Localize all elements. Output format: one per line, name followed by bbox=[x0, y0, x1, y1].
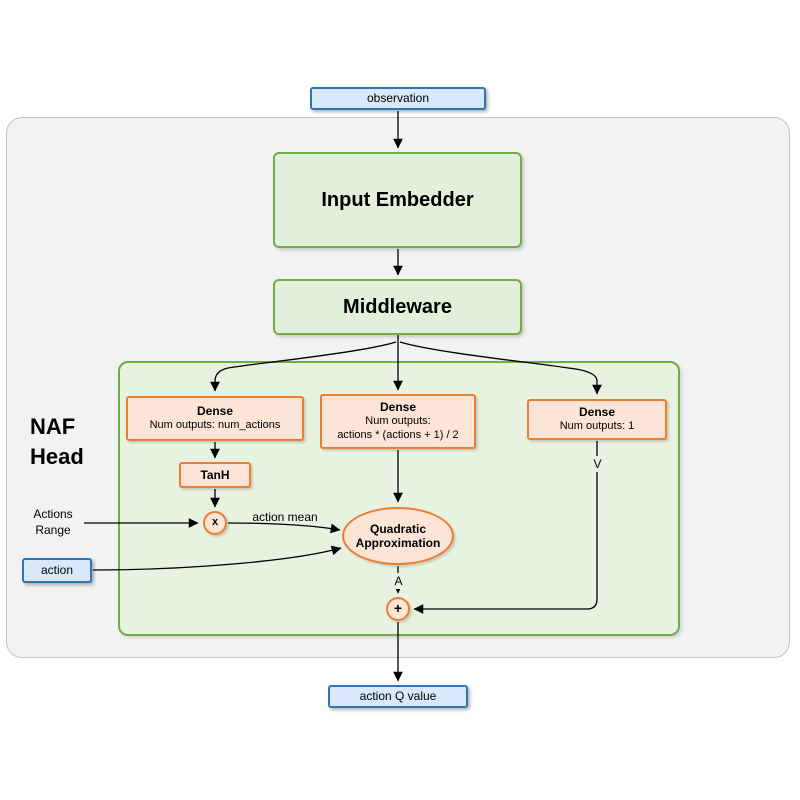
dense-value-title: Dense bbox=[578, 405, 616, 420]
tanh-node: TanH bbox=[179, 462, 251, 488]
multiply-label: x bbox=[211, 516, 219, 529]
quadratic-approximation-node: Quadratic Approximation bbox=[342, 507, 454, 565]
naf-head-title-line1: NAF bbox=[30, 414, 76, 439]
multiply-node: x bbox=[203, 511, 227, 535]
dense-actions-node: Dense Num outputs: num_actions bbox=[126, 396, 304, 441]
actions-range-line1: Actions bbox=[33, 507, 73, 521]
actions-range-label: Actions Range bbox=[24, 506, 82, 538]
action-mean-label: action mean bbox=[252, 510, 318, 524]
state-value-label: V bbox=[590, 456, 605, 472]
dense-quadratic-node: Dense Num outputs: actions * (actions + … bbox=[320, 394, 476, 449]
quadratic-approximation-line2: Approximation bbox=[355, 536, 441, 550]
quadratic-approximation-line1: Quadratic bbox=[369, 522, 426, 536]
action-node: action bbox=[22, 558, 92, 583]
naf-head-title: NAF Head bbox=[30, 412, 110, 472]
action-q-value-label: action Q value bbox=[359, 689, 437, 703]
dense-quadratic-line1: Num outputs: bbox=[365, 415, 431, 428]
middleware-node: Middleware bbox=[273, 279, 522, 335]
observation-node: observation bbox=[310, 87, 486, 110]
advantage-label: A bbox=[391, 573, 406, 589]
dense-actions-subtitle: Num outputs: num_actions bbox=[149, 419, 281, 432]
middleware-label: Middleware bbox=[343, 295, 452, 318]
plus-node: + bbox=[386, 597, 410, 621]
action-label: action bbox=[40, 563, 74, 577]
dense-quadratic-title: Dense bbox=[379, 400, 417, 415]
action-q-value-node: action Q value bbox=[328, 685, 468, 708]
dense-actions-title: Dense bbox=[196, 404, 234, 419]
naf-head-title-line2: Head bbox=[30, 444, 84, 469]
observation-label: observation bbox=[366, 91, 430, 105]
actions-range-line2: Range bbox=[35, 523, 71, 537]
dense-quadratic-line2: actions * (actions + 1) / 2 bbox=[337, 429, 459, 441]
tanh-label: TanH bbox=[200, 467, 230, 482]
dense-value-subtitle: Num outputs: 1 bbox=[559, 420, 635, 433]
plus-label: + bbox=[393, 600, 403, 617]
input-embedder-node: Input Embedder bbox=[273, 152, 522, 248]
input-embedder-label: Input Embedder bbox=[321, 188, 474, 211]
dense-value-node: Dense Num outputs: 1 bbox=[527, 399, 667, 440]
